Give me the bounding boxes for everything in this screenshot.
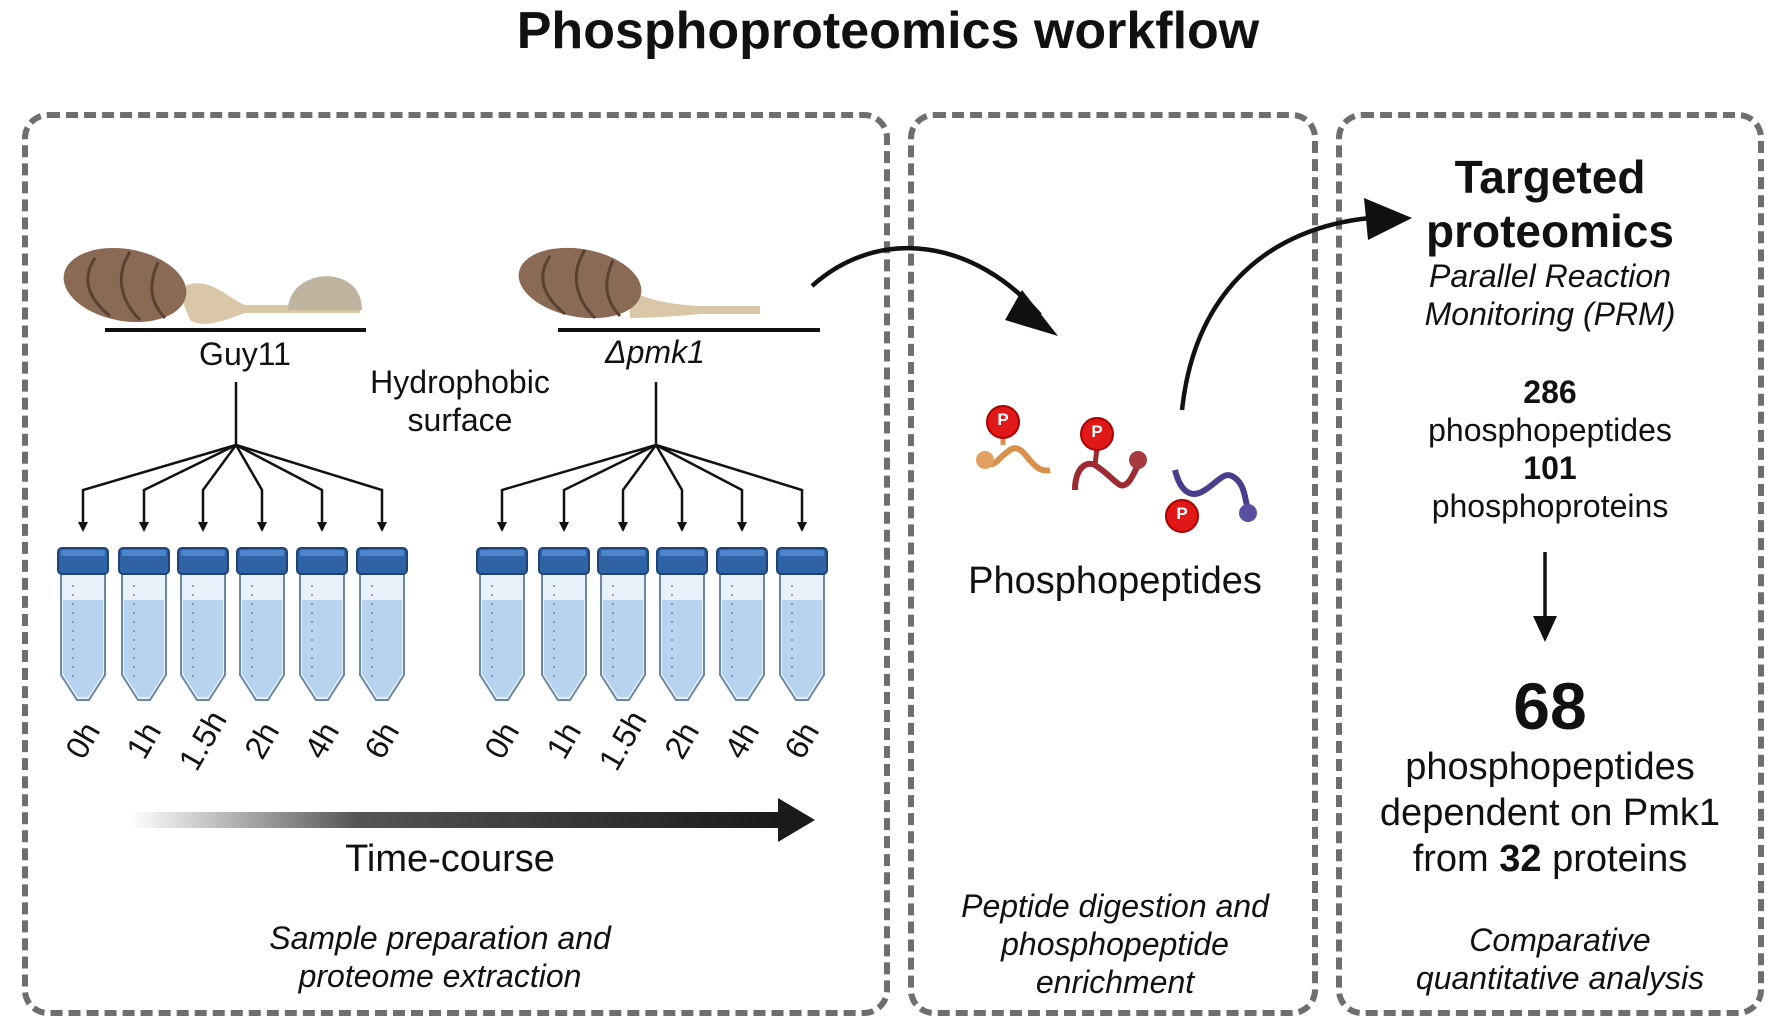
sample-tube xyxy=(776,547,828,701)
count-peptides: 286 xyxy=(1523,374,1577,410)
result-line3: from 32 proteins xyxy=(1340,838,1760,881)
timepoint-branch-arrows-wt xyxy=(78,382,387,532)
strain-label-mut: Δpmk1 xyxy=(605,334,705,370)
branch-arrow xyxy=(654,444,687,532)
branch-arrow xyxy=(235,443,327,532)
strain-label-wt: Guy11 xyxy=(199,336,291,372)
arrow-to-enrichment-head xyxy=(1005,290,1058,336)
sample-tube xyxy=(177,547,229,701)
result-line3-suffix: proteins xyxy=(1541,838,1688,880)
sample-tube xyxy=(57,547,109,701)
branch-arrow xyxy=(234,444,267,532)
count-peptides-label: phosphopeptides xyxy=(1428,412,1672,448)
pmk1-fungus-illustration xyxy=(518,247,820,332)
targeted-heading-line2: proteomics xyxy=(1426,205,1674,257)
branch-arrow xyxy=(618,444,658,532)
arrow-down-result-head xyxy=(1533,616,1557,642)
panel2-caption-line2: phosphopeptide xyxy=(1001,926,1229,962)
phosphopeptide-illustrations xyxy=(976,405,1257,533)
sample-tube xyxy=(356,547,408,701)
arrow-to-targeted-head xyxy=(1364,198,1412,240)
count-proteins-label: phosphoproteins xyxy=(1431,488,1669,524)
sample-tube xyxy=(538,547,590,701)
result-line3-prefix: from xyxy=(1412,838,1500,880)
count-proteins: 101 xyxy=(1523,450,1577,486)
method-line2: Monitoring (PRM) xyxy=(1424,296,1676,332)
sample-tube xyxy=(476,547,528,701)
branch-arrow xyxy=(235,443,387,532)
targeted-heading-line1: Targeted xyxy=(1454,151,1646,203)
sample-tube xyxy=(296,547,348,701)
result-line1: phosphopeptides xyxy=(1405,746,1695,788)
timecourse-arrow xyxy=(130,798,815,842)
panel1-caption-line2: proteome extraction xyxy=(298,958,582,994)
branch-arrow xyxy=(139,443,237,532)
sample-tube xyxy=(236,547,288,701)
branch-arrow xyxy=(655,443,747,532)
phospho-marker-2: P xyxy=(1091,422,1103,441)
branch-arrow xyxy=(78,443,237,532)
panel-targeted-proteomics xyxy=(1336,112,1764,1016)
panel-sample-preparation xyxy=(22,112,890,1016)
sample-tube xyxy=(656,547,708,701)
panel-peptide-enrichment xyxy=(908,112,1318,1016)
panel3-caption-line1: Comparative xyxy=(1469,922,1651,958)
panel3-caption-line2: quantitative analysis xyxy=(1415,960,1705,996)
phospho-marker-3: P xyxy=(1176,504,1188,523)
sample-tube xyxy=(716,547,768,701)
phospho-marker-1: P xyxy=(997,410,1009,429)
panel1-caption-line1: Sample preparation and xyxy=(269,920,611,956)
panel2-caption-line3: enrichment xyxy=(1035,964,1195,1000)
result-line2: dependent on Pmk1 xyxy=(1379,792,1721,834)
panel2-caption-line1: Peptide digestion and xyxy=(961,888,1269,924)
arrow-to-enrichment xyxy=(810,245,1042,317)
result-protein-count: 32 xyxy=(1499,838,1542,880)
figure-title: Phosphoproteomics workflow xyxy=(516,2,1260,60)
phosphopeptides-label: Phosphopeptides xyxy=(968,560,1262,602)
branch-arrow xyxy=(198,444,238,532)
sample-tube xyxy=(597,547,649,701)
arrow-to-targeted xyxy=(1179,215,1371,411)
result-count: 68 xyxy=(1513,669,1587,743)
guy11-fungus-illustration xyxy=(63,247,366,332)
branch-arrow xyxy=(559,443,657,532)
method-line1: Parallel Reaction xyxy=(1429,258,1671,294)
branch-arrow xyxy=(497,443,657,532)
timecourse-label: Time-course xyxy=(345,838,555,880)
sample-tube xyxy=(118,547,170,701)
timepoint-branch-arrows-mut xyxy=(497,382,807,532)
branch-arrow xyxy=(655,443,807,532)
surface-label-line1: Hydrophobic xyxy=(370,364,550,400)
sample-tubes xyxy=(57,547,828,701)
surface-label-line2: surface xyxy=(407,402,513,438)
